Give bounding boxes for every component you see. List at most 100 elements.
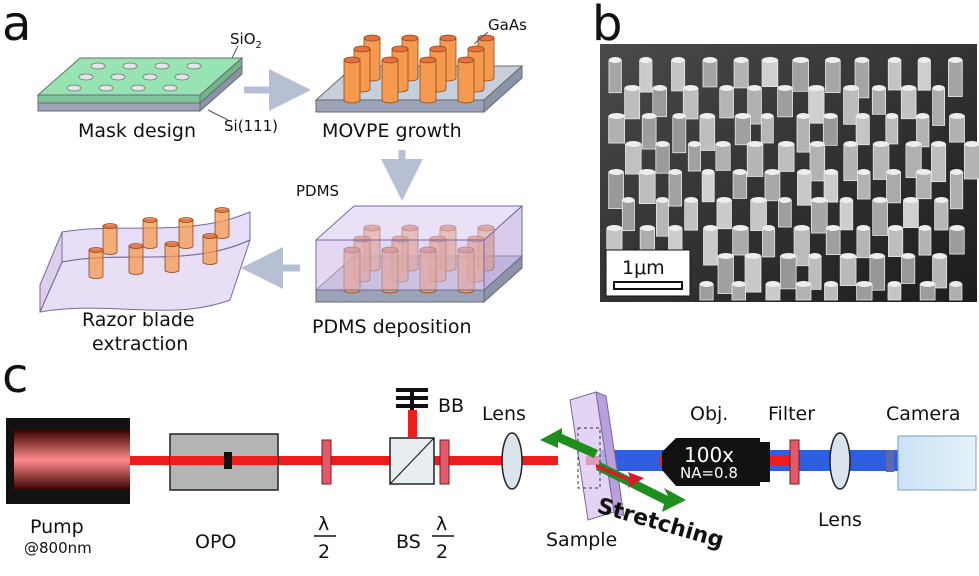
sem-pillar bbox=[641, 115, 657, 150]
sem-pillar bbox=[624, 87, 641, 120]
sem-pillar bbox=[684, 199, 699, 231]
opo-crystal bbox=[224, 452, 232, 469]
filter-label: Filter bbox=[768, 403, 815, 425]
sem-pillar-top bbox=[656, 197, 669, 203]
sem-pillar-top bbox=[857, 169, 871, 175]
sem-pillar bbox=[810, 199, 828, 234]
nanowire-top bbox=[178, 217, 194, 223]
sem-pillar bbox=[687, 143, 701, 172]
sem-pillar bbox=[760, 115, 774, 144]
sem-pillar-top bbox=[808, 253, 822, 259]
sem-pillar-top bbox=[916, 169, 932, 175]
sem-pillar bbox=[823, 171, 839, 203]
objective-magnification: 100x bbox=[684, 443, 734, 467]
sem-pillar-top bbox=[747, 85, 762, 91]
sem-pillar-top bbox=[843, 85, 859, 91]
nanowire bbox=[102, 225, 118, 255]
sem-pillar-top bbox=[668, 169, 682, 175]
sem-pillar-top bbox=[652, 85, 667, 91]
sem-pillar bbox=[915, 171, 932, 200]
sem-pillar bbox=[903, 199, 919, 228]
sem-pillar bbox=[825, 227, 841, 256]
camera bbox=[897, 435, 977, 491]
sem-pillar bbox=[761, 59, 779, 88]
sem-pillar-top bbox=[855, 57, 869, 63]
sem-pillar bbox=[949, 115, 965, 143]
sem-pillar-top bbox=[949, 113, 965, 119]
sem-pillar bbox=[764, 171, 781, 202]
sem-pillar-top bbox=[747, 141, 763, 147]
gaas-label: GaAs bbox=[488, 16, 527, 34]
sem-pillar bbox=[856, 227, 871, 259]
sem-pillar-top bbox=[671, 57, 685, 63]
sem-pillar-top bbox=[608, 169, 624, 175]
panel-a-letter: a bbox=[2, 0, 31, 52]
movpe-growth-slab bbox=[314, 34, 524, 114]
sem-pillar-top bbox=[699, 281, 714, 287]
sem-pillar-top bbox=[765, 281, 780, 287]
sem-pillar-top bbox=[624, 85, 640, 91]
sem-pillar-top bbox=[796, 113, 810, 119]
sem-pillar-top bbox=[745, 253, 761, 259]
nanowire-top bbox=[381, 56, 399, 64]
sem-pillar-top bbox=[683, 85, 699, 91]
sem-pillar-top bbox=[625, 141, 642, 147]
sem-pillar-top bbox=[918, 57, 931, 63]
nanowire-top bbox=[164, 241, 180, 247]
sem-pillar-top bbox=[811, 197, 828, 203]
sem-pillar bbox=[948, 59, 963, 98]
sem-pillar bbox=[900, 87, 917, 120]
sem-pillar bbox=[931, 143, 947, 183]
extraction-label-line2: extraction bbox=[92, 333, 188, 355]
sem-pillar bbox=[809, 143, 826, 182]
sem-pillar-top bbox=[719, 85, 734, 91]
nanowire-top bbox=[467, 45, 485, 53]
sem-pillar-top bbox=[918, 225, 931, 231]
sem-pillar bbox=[777, 87, 793, 118]
sem-pillar-top bbox=[901, 253, 915, 259]
panel-c: c Pump @800nm OPO λ 2 bbox=[2, 348, 977, 563]
sem-pillar-top bbox=[792, 57, 809, 63]
sem-pillar bbox=[702, 59, 718, 88]
camera-label: Camera bbox=[886, 403, 961, 425]
sem-pillar bbox=[778, 199, 792, 228]
sem-pillar bbox=[780, 255, 797, 290]
sem-pillar bbox=[672, 115, 687, 154]
sem-pillar bbox=[655, 143, 670, 174]
sio2-label: SiO2 bbox=[230, 30, 262, 51]
pdms-deposition-label: PDMS deposition bbox=[312, 316, 472, 338]
sem-pillar bbox=[839, 199, 854, 231]
nanowire-top bbox=[429, 45, 447, 53]
pump-beam bbox=[128, 456, 558, 465]
sem-nanowire-pillars bbox=[606, 57, 979, 301]
beam-block bbox=[396, 388, 428, 410]
sem-pillar bbox=[917, 59, 931, 91]
sem-pillar bbox=[638, 171, 656, 205]
scalebar bbox=[613, 281, 683, 290]
sem-pillar bbox=[886, 171, 901, 204]
sem-pillar-top bbox=[642, 113, 657, 119]
sem-pillar-top bbox=[840, 197, 853, 203]
sem-pillar-top bbox=[716, 197, 732, 203]
sem-pillar bbox=[901, 255, 916, 284]
sem-pillar-top bbox=[826, 225, 841, 231]
stretch-arrow-left bbox=[540, 428, 598, 458]
sem-pillar bbox=[639, 59, 653, 93]
sem-pillar bbox=[716, 199, 732, 230]
sem-pillar bbox=[699, 115, 716, 151]
sem-pillar bbox=[872, 199, 888, 236]
sem-pillar-top bbox=[684, 197, 698, 203]
nanowire bbox=[178, 219, 194, 249]
sem-pillar bbox=[746, 143, 764, 177]
sem-pillar-top bbox=[606, 225, 623, 231]
sem-pillar-top bbox=[809, 141, 825, 147]
sem-pillar-top bbox=[872, 197, 888, 203]
sem-pillar bbox=[719, 87, 734, 119]
sem-pillar-top bbox=[931, 141, 946, 147]
sem-pillar-top bbox=[903, 197, 919, 203]
nanowire-top bbox=[419, 56, 437, 64]
sem-pillar-top bbox=[934, 197, 948, 203]
sem-pillar-top bbox=[901, 85, 917, 91]
sem-pillar bbox=[822, 115, 838, 146]
